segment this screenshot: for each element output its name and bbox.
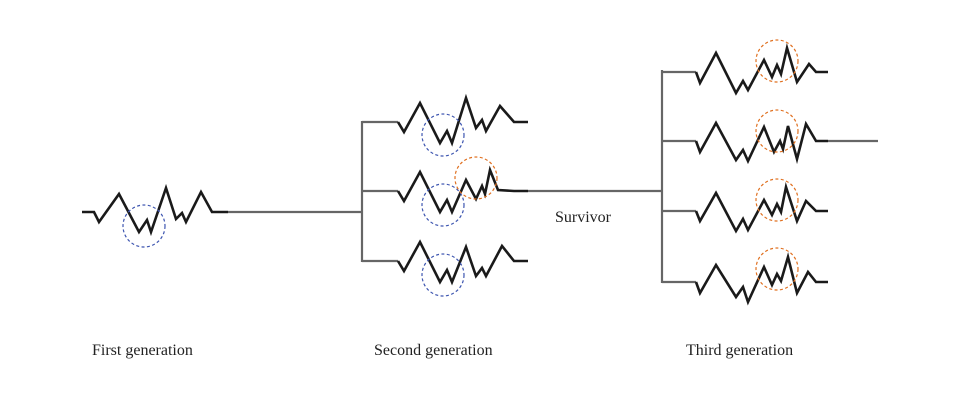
third-generation-label: Third generation	[686, 342, 793, 359]
second-generation-sequence-2	[396, 165, 528, 216]
survivor-label: Survivor	[555, 209, 612, 226]
third-generation-sequence-3	[694, 181, 828, 234]
third-generation	[660, 39, 878, 306]
first-generation	[82, 183, 362, 248]
third-generation-new-mutation-circle-4	[755, 247, 799, 291]
third-generation-new-mutation-circle-2	[755, 109, 799, 153]
third-generation-new-mutation-circle-1	[755, 39, 799, 83]
second-generation	[360, 93, 662, 297]
second-generation-sequence-1	[396, 93, 528, 147]
second-generation-original-mutation-circle-3	[421, 253, 465, 297]
third-generation-sequence-2	[694, 120, 828, 165]
third-generation-sequence-4	[694, 252, 828, 306]
first-generation-original-mutation-circle	[122, 204, 166, 248]
second-generation-new-mutation-circle	[454, 156, 498, 200]
first-generation-sequence	[82, 183, 228, 237]
first-generation-label: First generation	[92, 342, 193, 359]
second-generation-label: Second generation	[374, 342, 493, 359]
second-generation-original-mutation-circle-2	[421, 183, 465, 227]
second-generation-sequence-3	[396, 239, 528, 286]
second-generation-original-mutation-circle-1	[421, 113, 465, 157]
third-generation-sequence-1	[694, 42, 828, 96]
third-generation-new-mutation-circle-3	[755, 178, 799, 222]
